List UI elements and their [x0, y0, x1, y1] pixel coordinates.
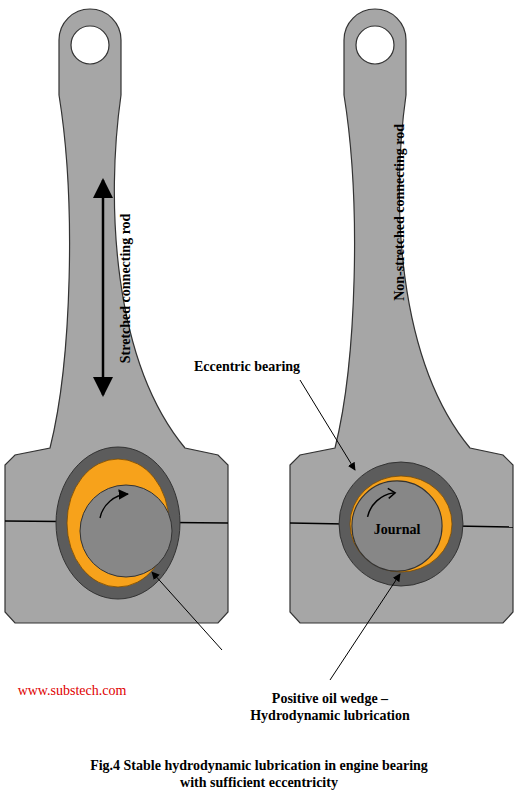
- node-text: Journal: [374, 522, 421, 539]
- journal: [80, 485, 172, 577]
- connecting-rod: [5, 9, 228, 623]
- connecting-rod: [290, 9, 513, 623]
- small-end-hole: [356, 26, 394, 64]
- callout-label: Positive oil wedge – Hydrodynamic lubric…: [230, 691, 430, 725]
- oil-film: [350, 476, 452, 572]
- bearing-shell: [339, 462, 463, 586]
- leader-arrow: [300, 380, 355, 470]
- callout-label: Eccentric bearing: [194, 359, 300, 376]
- journal-circle: Journal: [351, 480, 443, 572]
- rotation-arrow: [100, 494, 128, 518]
- figure-caption: Fig.4 Stable hydrodynamic lubrication in…: [79, 758, 439, 792]
- bearing-shell: [56, 447, 180, 599]
- stretch-arrow: [102, 180, 105, 395]
- journal: [352, 481, 442, 571]
- leader-arrow: [330, 574, 400, 680]
- leader-arrow: [152, 572, 222, 650]
- small-end-hole: [71, 26, 109, 64]
- rotation-arrow: [368, 488, 396, 517]
- rod-label: Stretched connecting rod: [119, 213, 136, 363]
- rod-label: Non-stretched connecting rod: [392, 124, 409, 301]
- watermark: www.substech.com: [18, 683, 127, 700]
